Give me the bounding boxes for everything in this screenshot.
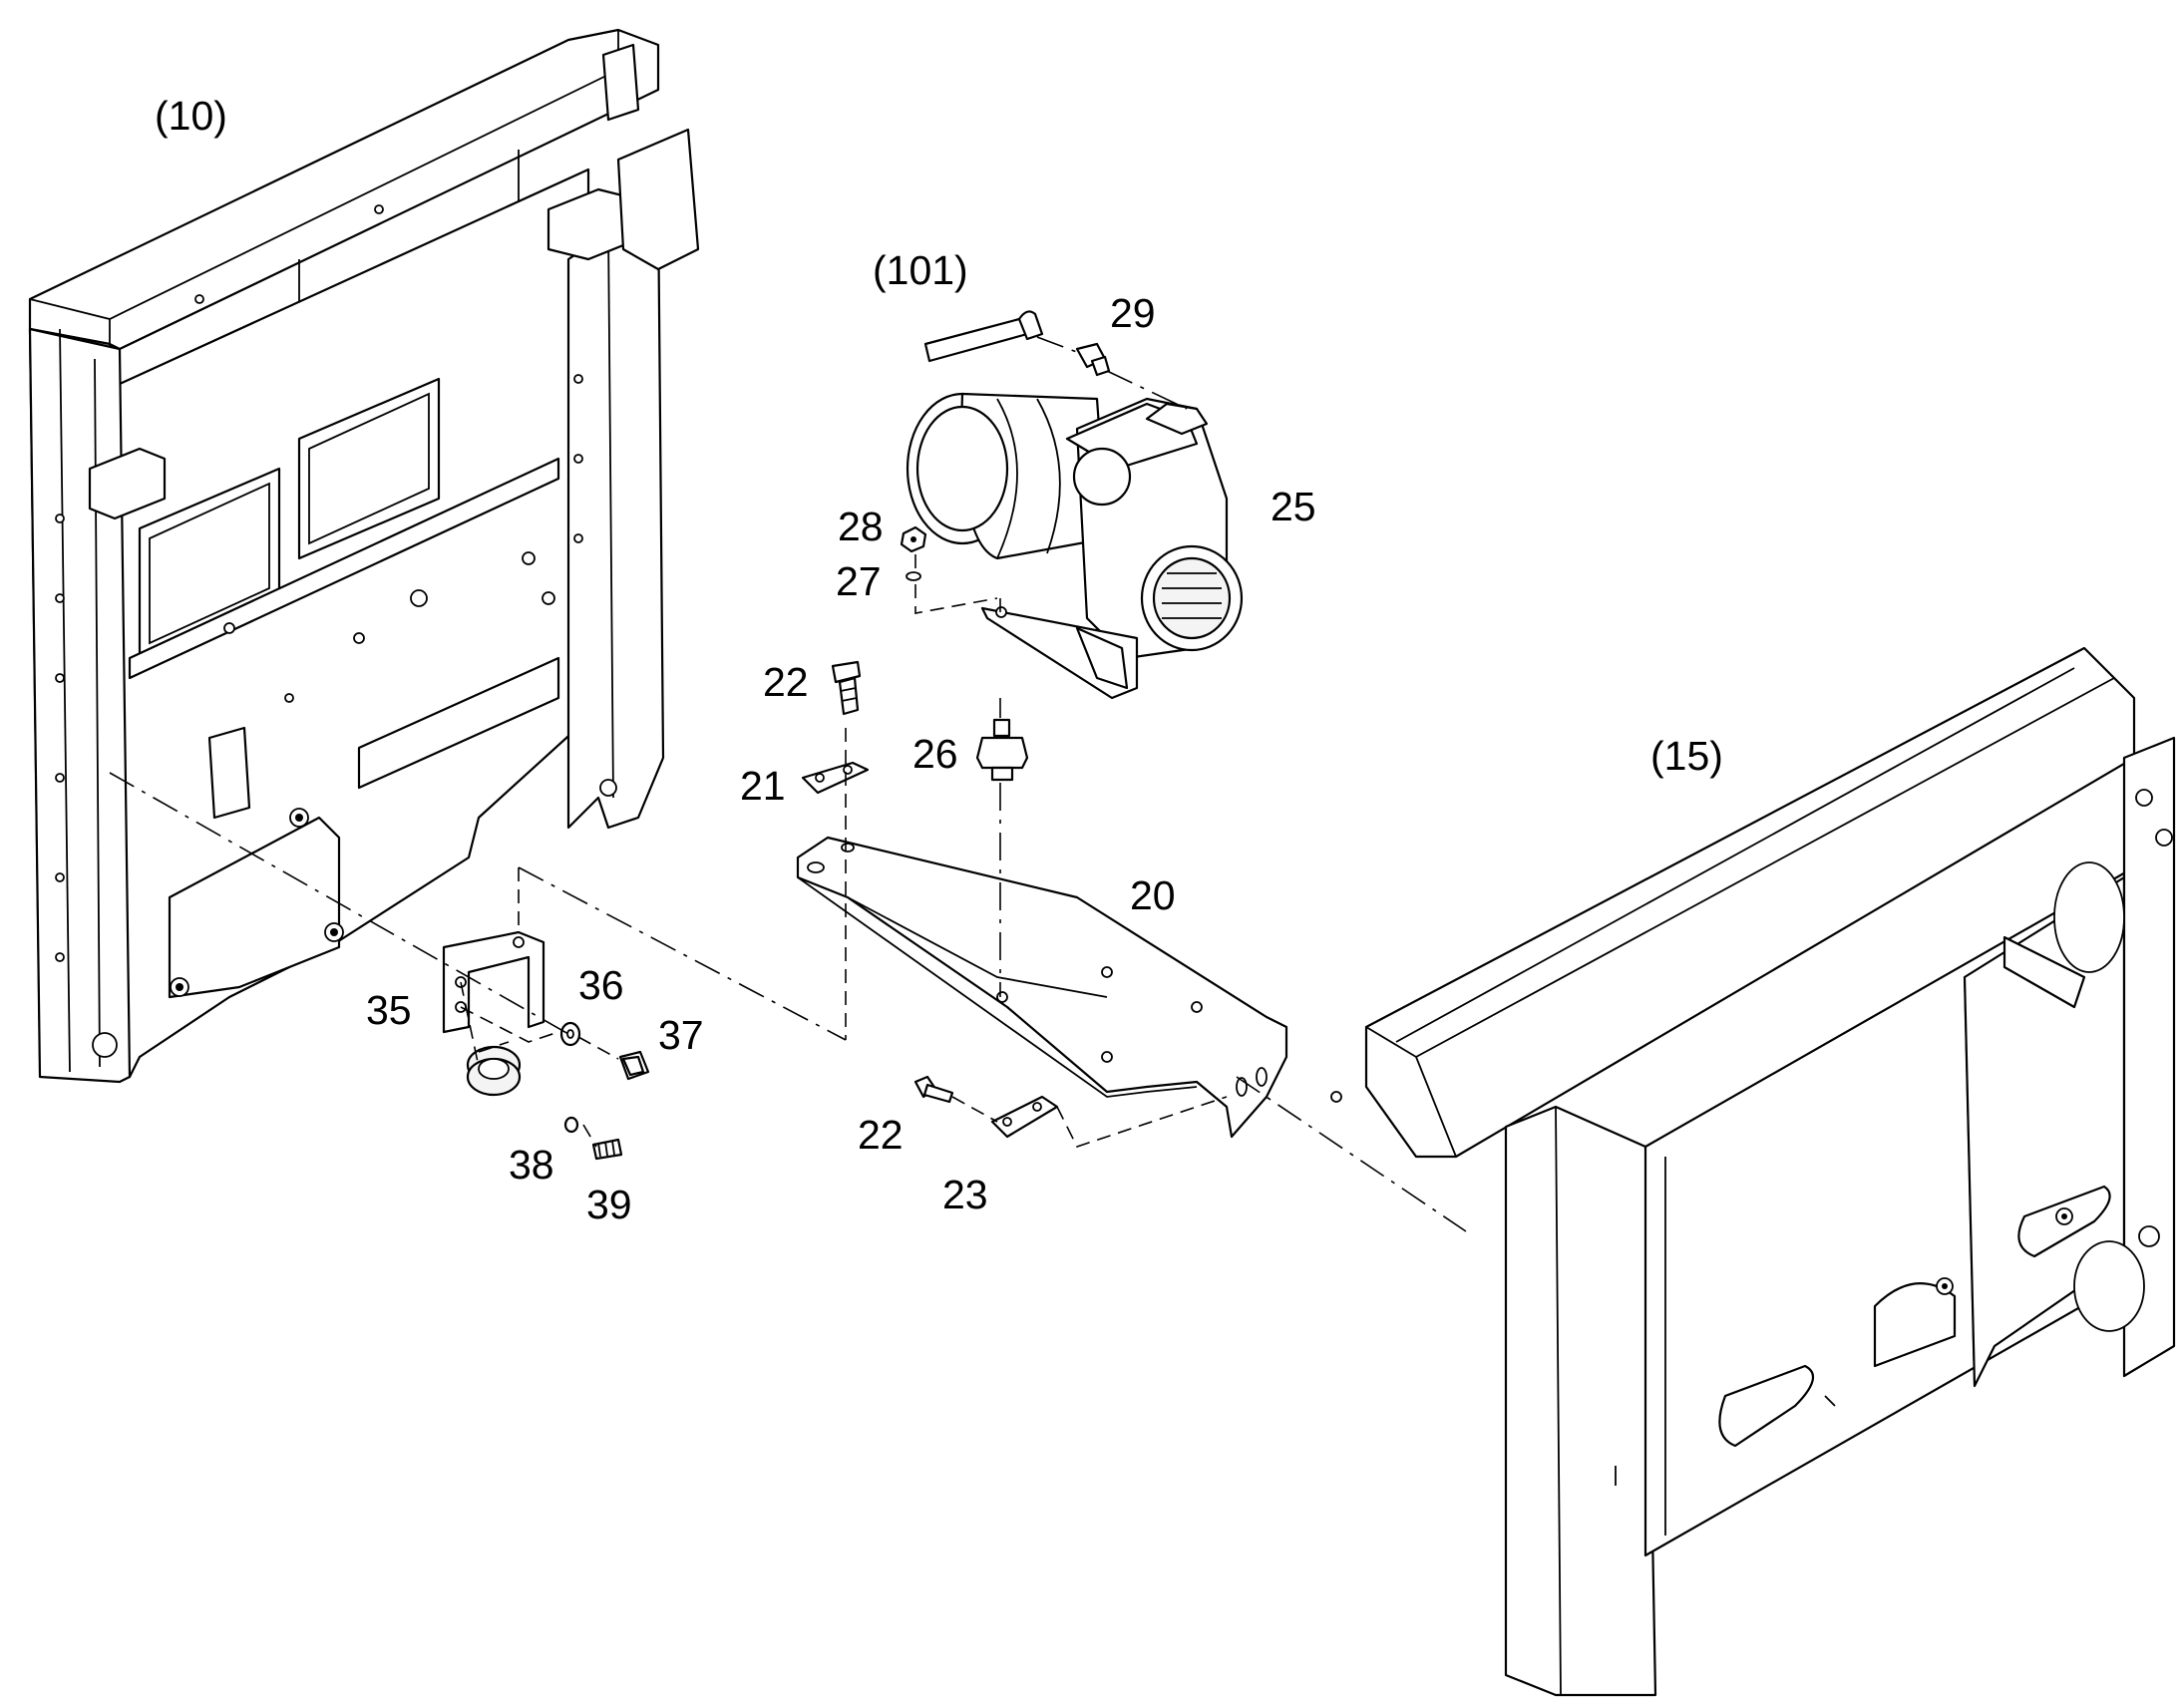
washer-part bbox=[906, 571, 921, 581]
label-part-10: (10) bbox=[155, 93, 227, 139]
label-part-28: 28 bbox=[838, 504, 884, 549]
nut-part bbox=[900, 525, 927, 553]
label-part-29: 29 bbox=[1110, 290, 1156, 336]
label-part-23: 23 bbox=[942, 1172, 988, 1217]
clip-part bbox=[466, 1045, 522, 1097]
mount-bracket-part bbox=[796, 836, 1288, 1139]
washer-36-part bbox=[559, 1021, 581, 1047]
blower-unit-part bbox=[906, 310, 1244, 700]
label-part-22-bottom: 22 bbox=[858, 1112, 904, 1158]
plate-top-part bbox=[801, 761, 870, 795]
plate-bottom-part bbox=[990, 1095, 1059, 1139]
left-frame-part bbox=[28, 28, 700, 1084]
label-part-37: 37 bbox=[658, 1012, 704, 1058]
label-part-36: 36 bbox=[578, 962, 624, 1008]
washer-38-part bbox=[563, 1116, 579, 1134]
label-part-39: 39 bbox=[586, 1182, 632, 1227]
bolt-37-part bbox=[618, 1050, 650, 1081]
bolt-top-part bbox=[831, 660, 862, 716]
label-part-25: 25 bbox=[1271, 484, 1316, 529]
bracket-part bbox=[442, 930, 545, 1034]
label-part-21: 21 bbox=[740, 763, 786, 809]
label-part-35: 35 bbox=[366, 987, 412, 1033]
label-part-22-top: 22 bbox=[763, 659, 809, 705]
label-part-26: 26 bbox=[912, 731, 958, 777]
bolt-bottom-part bbox=[913, 1075, 954, 1104]
label-part-27: 27 bbox=[836, 558, 882, 604]
label-part-38: 38 bbox=[509, 1142, 554, 1188]
damper-part bbox=[975, 718, 1029, 782]
label-part-101: (101) bbox=[873, 247, 968, 293]
part-labels: (10) (101) 29 25 28 27 22 26 21 (15) 20 … bbox=[155, 93, 1723, 1227]
fitting-part bbox=[1075, 342, 1111, 377]
label-part-20: 20 bbox=[1130, 872, 1176, 918]
screw-part bbox=[591, 1138, 623, 1161]
label-part-15: (15) bbox=[1650, 733, 1723, 779]
assembly-lines bbox=[109, 336, 1467, 1232]
right-frame-part bbox=[1330, 646, 2176, 1697]
